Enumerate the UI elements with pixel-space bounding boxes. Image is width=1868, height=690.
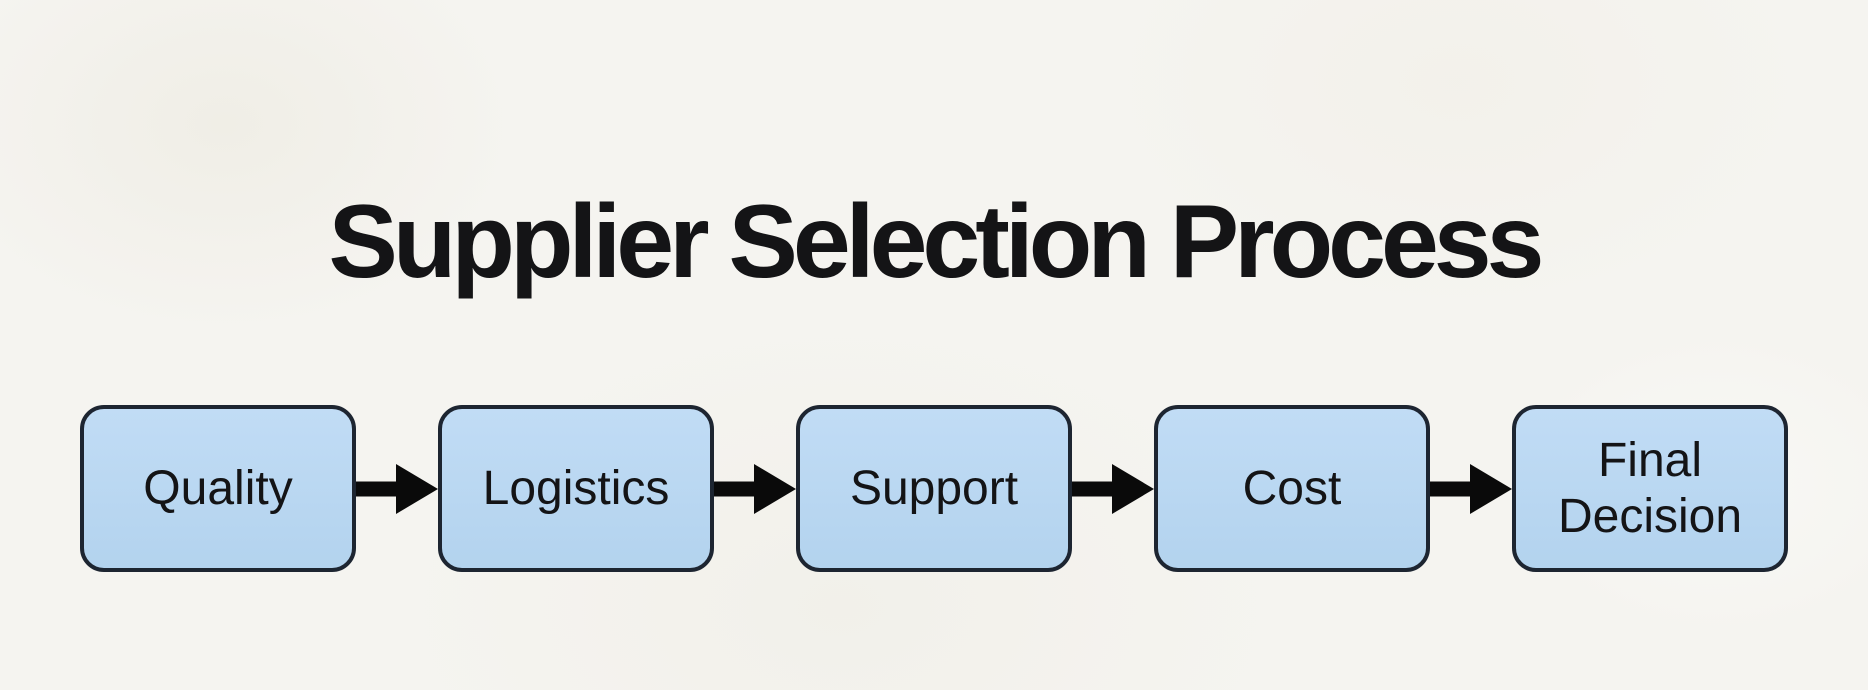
flow-step-label: Cost: [1242, 461, 1342, 515]
arrow-right-icon: [1430, 463, 1512, 514]
arrow-right-icon: [714, 463, 796, 514]
flow-step-final-decision: Final Decision: [1512, 405, 1788, 572]
diagram-title: Supplier Selection Process: [328, 184, 1545, 300]
flow-step-label: Logistics: [482, 461, 670, 515]
flow-step-label: Quality: [143, 461, 293, 515]
flow-step-quality: Quality: [80, 405, 356, 572]
arrow-right-icon: [356, 463, 438, 514]
arrow-right-icon: [1072, 463, 1154, 514]
flow-step-label: Support: [849, 461, 1019, 515]
flow-step-support: Support: [796, 405, 1072, 572]
flow-step-logistics: Logistics: [438, 405, 714, 572]
flow-step-label: Final Decision: [1557, 434, 1743, 543]
flow-step-cost: Cost: [1154, 405, 1430, 572]
flowchart-row: Quality Logistics Support Cost F: [0, 405, 1868, 572]
